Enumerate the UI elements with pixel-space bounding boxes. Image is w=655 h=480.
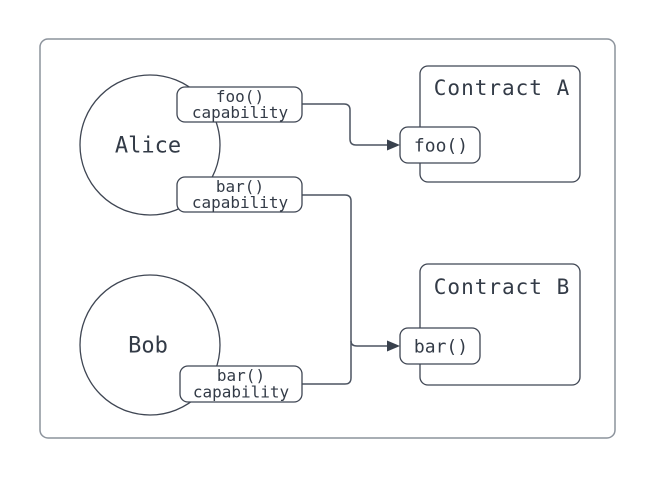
- contract-b-box: Contract B bar(): [399, 263, 581, 386]
- contract-a-function-label: foo(): [414, 136, 468, 157]
- arrowhead-bar-icon: [387, 340, 400, 352]
- capability-box-alice-foo-rect: [176, 86, 303, 123]
- contract-b-function-label: bar(): [414, 337, 468, 358]
- actor-name-bob: Bob: [128, 334, 168, 359]
- arrowhead-foo-icon: [387, 139, 400, 151]
- contract-a-function-box: [399, 126, 481, 164]
- capability-kind-label: capability: [193, 383, 290, 402]
- capability-box-bob-bar: bar() capability: [179, 365, 303, 403]
- capability-function-label: bar(): [217, 366, 265, 385]
- connector-bar-branch-to-contract-b: [350, 340, 387, 347]
- actor-name-alice: Alice: [115, 134, 181, 159]
- capability-function-label: foo(): [216, 87, 264, 106]
- capability-kind-label: capability: [192, 103, 289, 122]
- connector-bar-capabilities-shared: [302, 194, 352, 385]
- connector-foo-capability-to-contract-a: [302, 103, 387, 146]
- contract-a-box: Contract A foo(): [399, 65, 581, 183]
- capability-box-alice-foo: foo() capability: [176, 86, 303, 123]
- capability-box-alice-bar: bar() capability: [176, 176, 303, 213]
- capability-function-label: bar(): [216, 177, 264, 196]
- contract-b-function-box: [399, 327, 481, 365]
- capability-kind-label: capability: [192, 193, 289, 212]
- contract-a-title: Contract A: [434, 76, 570, 100]
- capability-box-alice-bar-rect: [176, 176, 303, 213]
- capability-box-bob-bar-rect: [179, 365, 303, 403]
- contract-b-title: Contract B: [434, 275, 570, 299]
